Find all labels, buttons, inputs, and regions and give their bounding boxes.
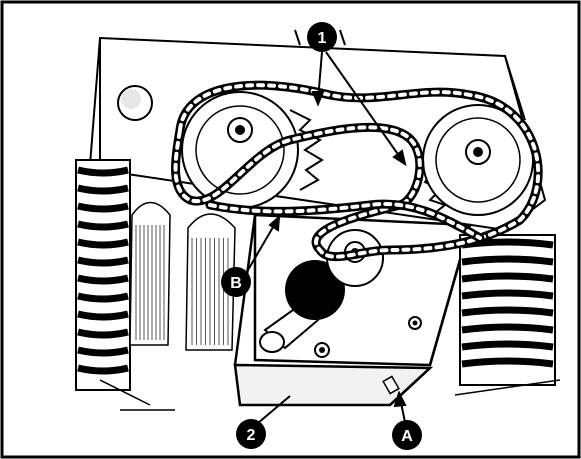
right-brush-roller <box>459 234 556 386</box>
left-sprocket <box>181 91 299 209</box>
brush-rib <box>461 255 554 266</box>
drive-chain <box>171 80 543 262</box>
brush-rib <box>77 202 129 213</box>
leader-lines <box>247 51 407 424</box>
callout-a: A <box>392 420 422 450</box>
svg-text:A: A <box>401 428 413 445</box>
svg-text:2: 2 <box>247 427 256 444</box>
svg-text:1: 1 <box>318 30 327 47</box>
callout-2: 2 <box>236 419 266 449</box>
floor-lines <box>99 379 561 411</box>
brush-rib <box>77 292 129 303</box>
callout-1: 1 <box>307 22 337 52</box>
brush-rib <box>461 289 554 300</box>
svg-text:B: B <box>230 275 242 292</box>
brush-rib <box>77 274 129 285</box>
brush-rib <box>77 238 129 249</box>
brush-rib <box>77 184 129 195</box>
brush-rib <box>461 306 554 317</box>
brush-rib <box>77 166 129 177</box>
brush-rib <box>77 310 129 321</box>
left-brush-roller <box>75 159 131 391</box>
brush-rib <box>461 272 554 283</box>
filter-cartridge-right <box>185 213 236 351</box>
brush-rib <box>77 256 129 267</box>
component-a-marker <box>382 375 400 395</box>
brush-rib <box>461 340 554 351</box>
tensioner-teeth-left <box>289 109 324 191</box>
shaft-knob <box>285 260 345 320</box>
brush-rib <box>461 323 554 334</box>
brush-rib <box>77 220 129 231</box>
callout-b: B <box>221 267 251 297</box>
brush-rib <box>77 346 129 357</box>
brush-rib <box>77 328 129 339</box>
brush-rib <box>461 357 554 368</box>
brush-rib <box>77 364 129 375</box>
filter-cartridge-left <box>129 201 171 346</box>
right-sprocket <box>422 104 534 216</box>
